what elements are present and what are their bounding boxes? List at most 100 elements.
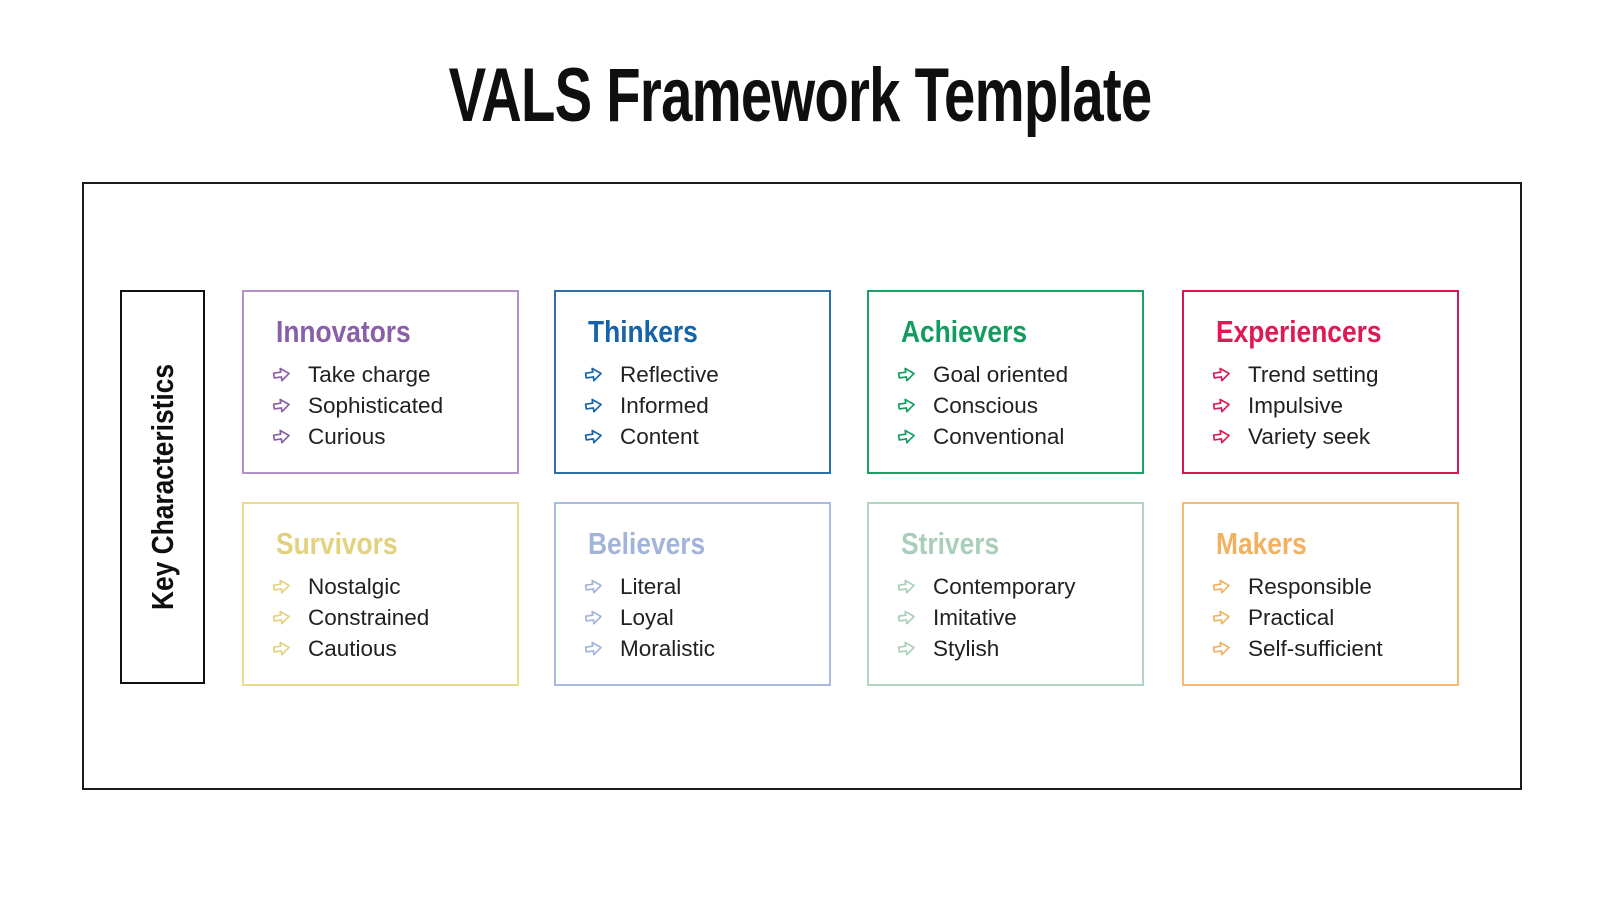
trait-label: Impulsive (1248, 393, 1344, 418)
trait-item: Contemporary (896, 571, 1142, 602)
arrow-right-icon (896, 639, 917, 658)
trait-label: Moralistic (620, 636, 716, 661)
segment-title: Thinkers (588, 314, 698, 349)
trait-label: Informed (620, 393, 709, 418)
trait-list: Goal oriented Conscious Conventional (869, 359, 1142, 452)
arrow-right-icon (271, 365, 292, 384)
trait-item: Sophisticated (271, 390, 517, 421)
segment-title: Believers (588, 526, 706, 561)
segment-title: Survivors (276, 526, 398, 561)
segment-title: Strivers (901, 526, 1000, 561)
arrow-right-icon (1211, 639, 1232, 658)
segment-box-makers: Makers Responsible Practical Self-suffic… (1182, 502, 1459, 686)
segment-title: Innovators (276, 314, 411, 349)
trait-item: Cautious (271, 633, 517, 664)
arrow-right-icon (271, 577, 292, 596)
segment-title: Achievers (901, 314, 1027, 349)
trait-item: Variety seek (1211, 421, 1457, 452)
segment-box-innovators: Innovators Take charge Sophisticated Cur… (242, 290, 519, 474)
segment-title: Makers (1216, 526, 1307, 561)
arrow-right-icon (1211, 396, 1232, 415)
trait-label: Contemporary (933, 574, 1076, 599)
trait-item: Moralistic (583, 633, 829, 664)
trait-item: Literal (583, 571, 829, 602)
trait-label: Take charge (308, 362, 431, 387)
trait-item: Constrained (271, 602, 517, 633)
arrow-right-icon (271, 427, 292, 446)
trait-label: Self-sufficient (1248, 636, 1383, 661)
trait-label: Loyal (620, 605, 674, 630)
arrow-right-icon (583, 365, 604, 384)
key-characteristics-box: Key Characteristics (120, 290, 205, 684)
arrow-right-icon (1211, 427, 1232, 446)
trait-list: Literal Loyal Moralistic (556, 571, 829, 664)
arrow-right-icon (583, 396, 604, 415)
arrow-right-icon (896, 365, 917, 384)
trait-label: Literal (620, 574, 682, 599)
trait-list: Responsible Practical Self-sufficient (1184, 571, 1457, 664)
segment-box-achievers: Achievers Goal oriented Conscious Conven… (867, 290, 1144, 474)
trait-item: Take charge (271, 359, 517, 390)
trait-label: Responsible (1248, 574, 1372, 599)
trait-list: Trend setting Impulsive Variety seek (1184, 359, 1457, 452)
trait-label: Cautious (308, 636, 397, 661)
arrow-right-icon (271, 639, 292, 658)
arrow-right-icon (1211, 365, 1232, 384)
trait-list: Take charge Sophisticated Curious (244, 359, 517, 452)
trait-item: Nostalgic (271, 571, 517, 602)
arrow-right-icon (896, 608, 917, 627)
arrow-right-icon (583, 608, 604, 627)
trait-label: Nostalgic (308, 574, 401, 599)
trait-label: Goal oriented (933, 362, 1069, 387)
trait-item: Self-sufficient (1211, 633, 1457, 664)
trait-item: Loyal (583, 602, 829, 633)
segment-title: Experiencers (1216, 314, 1382, 349)
trait-label: Sophisticated (308, 393, 444, 418)
trait-list: Nostalgic Constrained Cautious (244, 571, 517, 664)
framework-container: Key Characteristics Innovators Take char… (82, 182, 1522, 790)
trait-item: Goal oriented (896, 359, 1142, 390)
trait-label: Practical (1248, 605, 1335, 630)
trait-label: Variety seek (1248, 424, 1371, 449)
arrow-right-icon (583, 639, 604, 658)
trait-item: Imitative (896, 602, 1142, 633)
segment-box-thinkers: Thinkers Reflective Informed Content (554, 290, 831, 474)
trait-item: Practical (1211, 602, 1457, 633)
segment-box-strivers: Strivers Contemporary Imitative Stylish (867, 502, 1144, 686)
key-characteristics-label: Key Characteristics (144, 363, 180, 611)
page-title: VALS Framework Template (448, 53, 1153, 138)
arrow-right-icon (1211, 608, 1232, 627)
arrow-right-icon (896, 427, 917, 446)
segment-box-experiencers: Experiencers Trend setting Impulsive Var… (1182, 290, 1459, 474)
arrow-right-icon (583, 577, 604, 596)
trait-list: Reflective Informed Content (556, 359, 829, 452)
trait-item: Responsible (1211, 571, 1457, 602)
arrow-right-icon (583, 427, 604, 446)
trait-item: Conscious (896, 390, 1142, 421)
trait-label: Imitative (933, 605, 1017, 630)
trait-label: Conscious (933, 393, 1039, 418)
trait-item: Impulsive (1211, 390, 1457, 421)
trait-item: Stylish (896, 633, 1142, 664)
trait-label: Constrained (308, 605, 430, 630)
trait-label: Trend setting (1248, 362, 1379, 387)
trait-item: Content (583, 421, 829, 452)
arrow-right-icon (896, 577, 917, 596)
trait-label: Curious (308, 424, 386, 449)
arrow-right-icon (271, 608, 292, 627)
trait-item: Trend setting (1211, 359, 1457, 390)
arrow-right-icon (896, 396, 917, 415)
trait-item: Conventional (896, 421, 1142, 452)
segment-box-survivors: Survivors Nostalgic Constrained Cautious (242, 502, 519, 686)
arrow-right-icon (1211, 577, 1232, 596)
trait-list: Contemporary Imitative Stylish (869, 571, 1142, 664)
trait-item: Curious (271, 421, 517, 452)
trait-item: Informed (583, 390, 829, 421)
trait-label: Stylish (933, 636, 1000, 661)
trait-label: Conventional (933, 424, 1065, 449)
trait-item: Reflective (583, 359, 829, 390)
trait-label: Reflective (620, 362, 719, 387)
trait-label: Content (620, 424, 699, 449)
segment-box-believers: Believers Literal Loyal Moralistic (554, 502, 831, 686)
arrow-right-icon (271, 396, 292, 415)
